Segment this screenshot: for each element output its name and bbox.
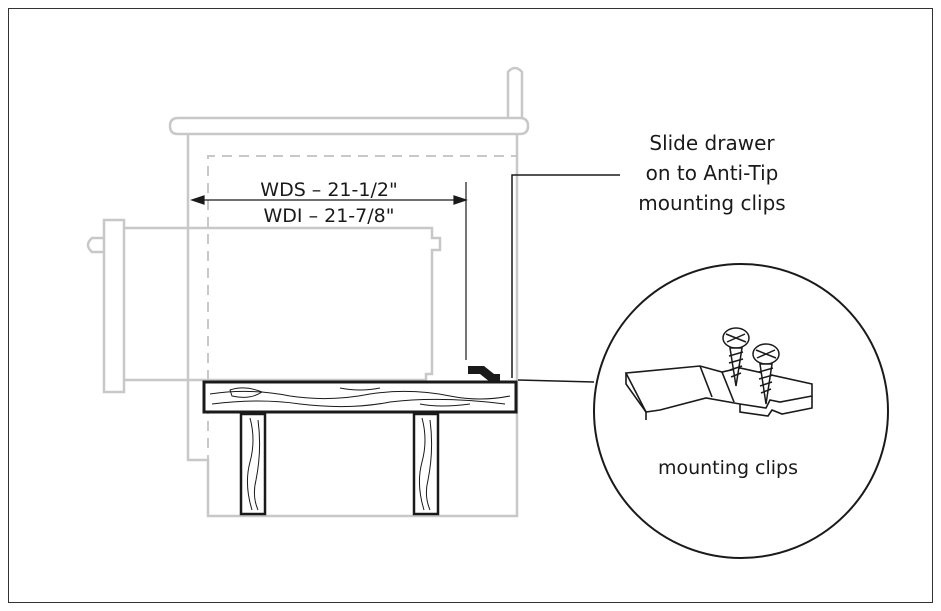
wood-legs (239, 412, 440, 516)
callout-line-2: on to Anti-Tip (646, 161, 779, 185)
detail-label: mounting clips (658, 457, 798, 479)
diagram-border (8, 8, 933, 603)
drawer-handle (86, 236, 104, 254)
callout-leader-line (511, 174, 620, 378)
dimension-arrow-left (190, 195, 205, 205)
wood-leg-left (239, 412, 267, 516)
wood-platform (202, 380, 518, 414)
dimension-line (190, 182, 468, 360)
warming-drawer (86, 218, 442, 394)
anti-tip-clip (468, 366, 500, 382)
dimension-label-wdi: WDI – 21-7/8" (264, 205, 395, 227)
drawer-front (102, 218, 126, 394)
callout-line-3: mounting clips (638, 191, 785, 215)
wood-leg-right (412, 412, 440, 516)
countertop (168, 66, 530, 136)
backsplash (506, 66, 524, 118)
detail-leader-line (517, 379, 595, 383)
callout-line-1: Slide drawer (649, 131, 775, 155)
dimension-label-wds: WDS – 21-1/2" (260, 179, 397, 201)
screw-right (752, 343, 780, 405)
screw-left (722, 327, 750, 387)
drawer-box (124, 226, 442, 382)
detail-circle (593, 263, 889, 559)
cabinet (186, 134, 519, 518)
dimension-arrow-right (453, 195, 468, 205)
